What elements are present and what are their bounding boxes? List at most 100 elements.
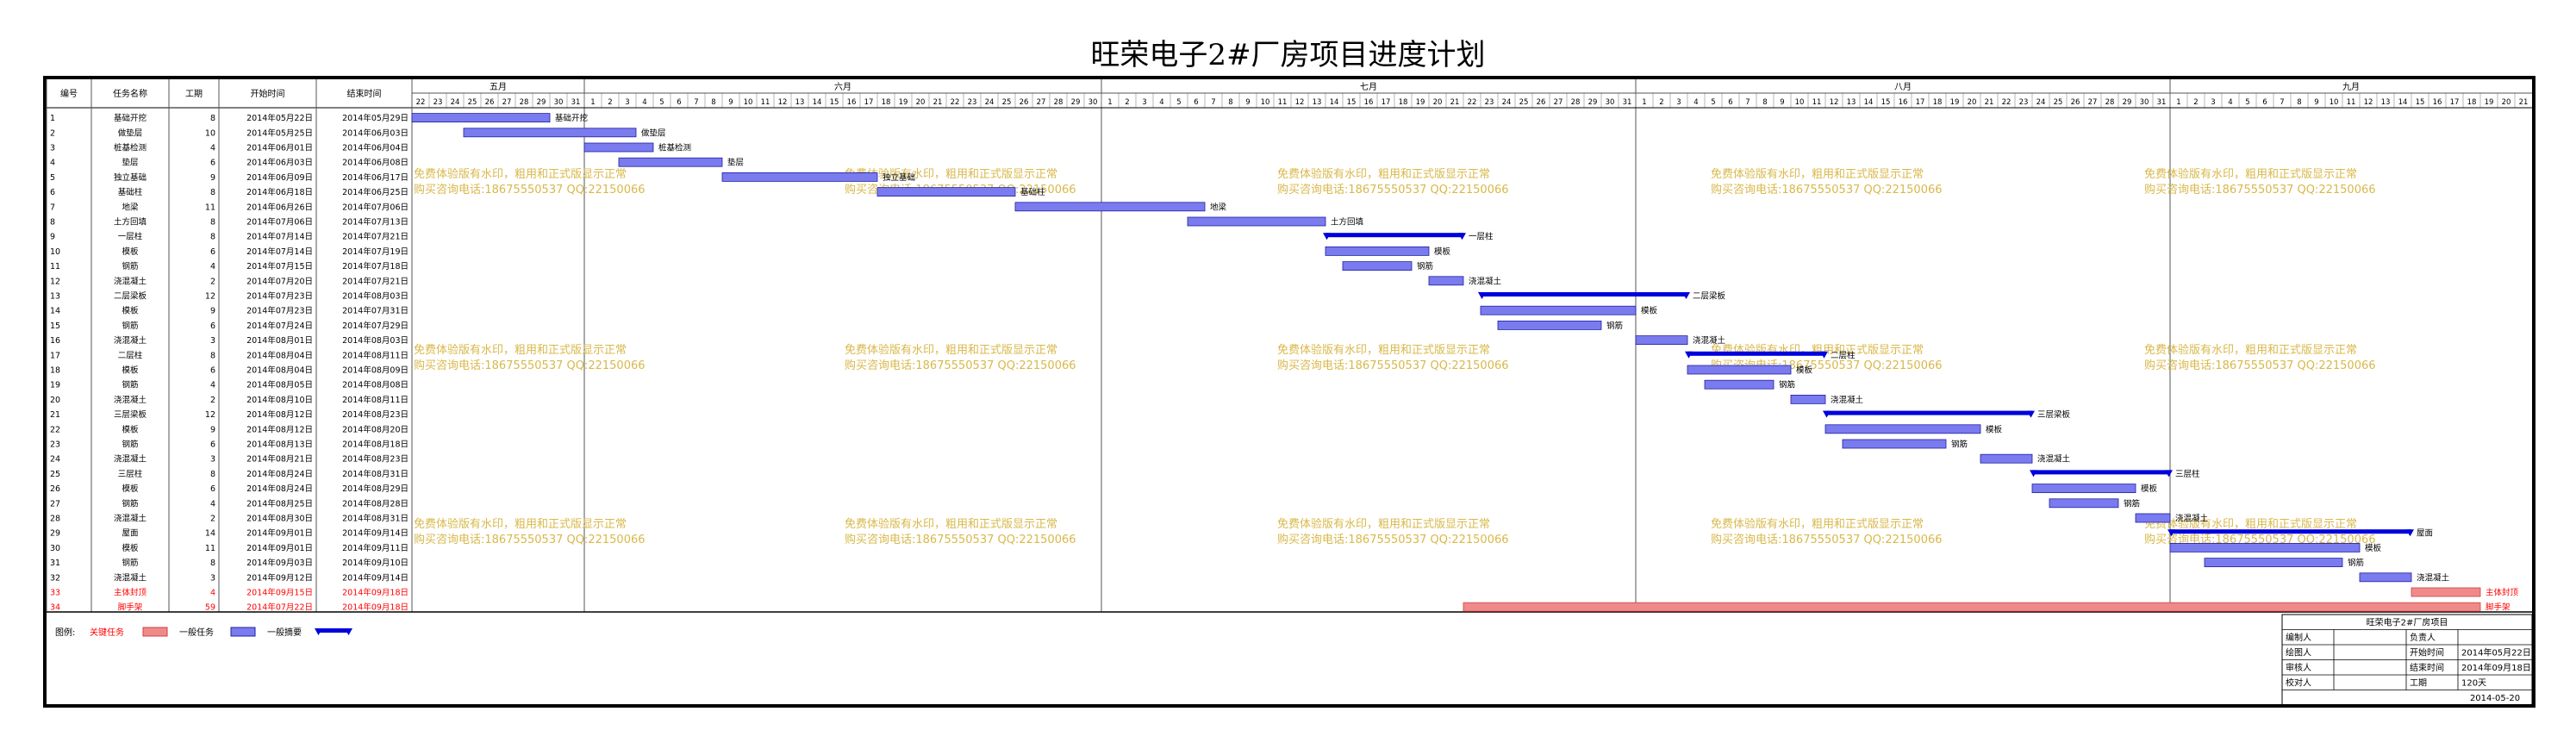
task-name: 浇混凝土 bbox=[114, 335, 147, 346]
task-end: 2014年08月28日 bbox=[342, 498, 409, 509]
bar-label: 二层梁板 bbox=[1693, 291, 1726, 302]
task-name: 做垫层 bbox=[118, 128, 143, 138]
task-name: 钢筋 bbox=[122, 261, 138, 272]
gantt-bar bbox=[876, 187, 1016, 197]
bar-label: 浇混凝土 bbox=[2037, 454, 2071, 465]
day-label: 30 bbox=[2140, 98, 2149, 107]
day-label: 27 bbox=[1554, 98, 1563, 107]
gantt-bar bbox=[1342, 261, 1413, 272]
task-end: 2014年06月08日 bbox=[342, 158, 409, 168]
day-label: 22 bbox=[1468, 98, 1477, 107]
day-label: 30 bbox=[1606, 98, 1615, 107]
task-id: 30 bbox=[50, 544, 60, 553]
task-name: 模板 bbox=[122, 247, 139, 257]
day-label: 9 bbox=[2314, 98, 2318, 107]
day-label: 11 bbox=[2347, 98, 2356, 107]
task-end: 2014年08月09日 bbox=[342, 365, 409, 376]
bar-label: 基础柱 bbox=[1020, 187, 1045, 197]
task-end: 2014年08月29日 bbox=[342, 484, 409, 494]
watermark-line1: 免费体验版有水印，粗用和正式版显示正常 bbox=[2144, 167, 2357, 181]
task-duration: 59 bbox=[205, 603, 215, 613]
task-end: 2014年06月25日 bbox=[342, 187, 409, 197]
day-label: 10 bbox=[2330, 98, 2339, 107]
day-label: 2 bbox=[608, 98, 612, 107]
bar-label: 模板 bbox=[1641, 306, 1658, 316]
day-label: 29 bbox=[2123, 98, 2132, 107]
task-end: 2014年08月20日 bbox=[342, 424, 409, 434]
gantt-summary-bar bbox=[2032, 470, 2170, 475]
watermark-line2: 购买咨询电话:18675550537 QQ:22150066 bbox=[1711, 533, 1943, 546]
task-id: 34 bbox=[50, 603, 60, 613]
day-label: 16 bbox=[2433, 98, 2442, 107]
day-label: 24 bbox=[2036, 98, 2046, 107]
task-name: 模板 bbox=[122, 543, 139, 553]
legend-summary-marker bbox=[315, 628, 322, 635]
task-name: 模板 bbox=[122, 424, 139, 434]
task-end: 2014年08月03日 bbox=[342, 335, 409, 346]
task-end: 2014年08月18日 bbox=[342, 440, 409, 450]
task-id: 19 bbox=[50, 381, 60, 390]
watermark-line1: 免费体验版有水印，粗用和正式版显示正常 bbox=[1277, 343, 1490, 357]
task-start: 2014年09月15日 bbox=[246, 588, 313, 598]
day-label: 15 bbox=[1347, 98, 1357, 107]
task-id: 26 bbox=[50, 484, 60, 494]
task-id: 8 bbox=[50, 218, 55, 228]
summary-end-marker bbox=[2165, 470, 2173, 477]
day-label: 26 bbox=[2071, 98, 2080, 107]
task-id: 1 bbox=[50, 114, 55, 123]
task-duration: 11 bbox=[205, 544, 215, 553]
task-name: 模板 bbox=[122, 484, 139, 494]
day-label: 12 bbox=[2364, 98, 2373, 107]
task-name: 独立基础 bbox=[114, 172, 147, 183]
task-id: 6 bbox=[50, 188, 55, 197]
task-end: 2014年07月06日 bbox=[342, 202, 409, 212]
day-label: 28 bbox=[1054, 98, 1063, 107]
day-label: 14 bbox=[2398, 98, 2408, 107]
day-label: 8 bbox=[2297, 98, 2301, 107]
task-end: 2014年07月18日 bbox=[342, 261, 409, 272]
task-duration: 6 bbox=[210, 247, 215, 257]
day-label: 11 bbox=[1278, 98, 1288, 107]
task-name: 浇混凝土 bbox=[114, 454, 147, 465]
task-duration: 3 bbox=[210, 336, 215, 346]
day-label: 10 bbox=[1795, 98, 1805, 107]
task-start: 2014年08月25日 bbox=[246, 498, 313, 509]
task-id: 25 bbox=[50, 470, 60, 479]
day-label: 29 bbox=[1071, 98, 1081, 107]
task-id: 16 bbox=[50, 336, 60, 346]
day-label: 8 bbox=[1762, 98, 1767, 107]
task-start: 2014年07月06日 bbox=[246, 217, 313, 228]
task-end: 2014年07月21日 bbox=[342, 276, 409, 286]
day-label: 14 bbox=[1864, 98, 1874, 107]
task-duration: 8 bbox=[210, 351, 215, 360]
task-name: 三层梁板 bbox=[114, 409, 147, 420]
task-start: 2014年08月12日 bbox=[246, 424, 313, 434]
column-header: 任务名称 bbox=[113, 88, 147, 99]
task-duration: 2 bbox=[210, 515, 215, 524]
day-label: 31 bbox=[571, 98, 581, 107]
day-label: 23 bbox=[433, 98, 443, 107]
info-value: 2014年05月22日 bbox=[2461, 647, 2531, 658]
day-label: 9 bbox=[1780, 98, 1784, 107]
day-label: 18 bbox=[882, 98, 891, 107]
task-name: 浇混凝土 bbox=[114, 395, 147, 405]
day-label: 2 bbox=[2193, 98, 2198, 107]
gantt-summary-bar bbox=[1481, 292, 1687, 296]
task-end: 2014年08月08日 bbox=[342, 380, 409, 390]
task-end: 2014年08月31日 bbox=[342, 469, 409, 479]
watermark-line1: 免费体验版有水印，粗用和正式版显示正常 bbox=[1277, 167, 1490, 181]
task-start: 2014年07月22日 bbox=[246, 602, 313, 613]
day-label: 18 bbox=[1933, 98, 1943, 107]
task-end: 2014年09月14日 bbox=[342, 572, 409, 583]
day-label: 31 bbox=[2157, 98, 2167, 107]
task-end: 2014年08月31日 bbox=[342, 514, 409, 524]
task-start: 2014年08月01日 bbox=[246, 335, 313, 346]
task-end: 2014年07月13日 bbox=[342, 217, 409, 228]
gantt-bar bbox=[463, 128, 637, 138]
bar-label: 浇混凝土 bbox=[1831, 395, 1864, 405]
task-id: 13 bbox=[50, 292, 60, 302]
bar-label: 桩基检测 bbox=[658, 143, 691, 153]
page-title: 旺荣电子2#厂房项目进度计划 bbox=[1090, 38, 1486, 72]
day-label: 12 bbox=[1830, 98, 1839, 107]
